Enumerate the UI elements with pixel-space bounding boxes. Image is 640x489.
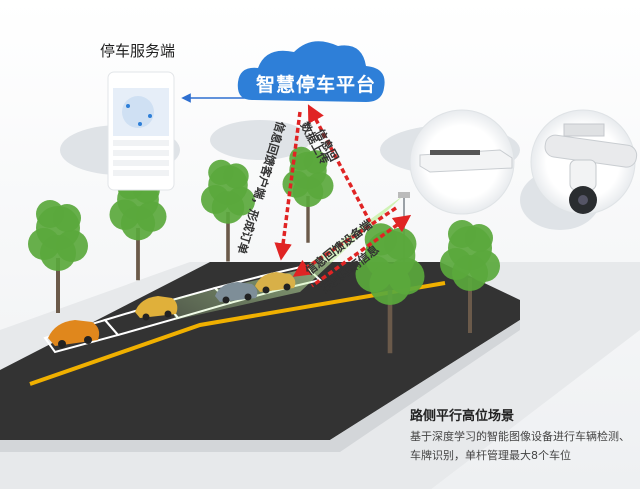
- service-title: 停车服务端: [100, 42, 176, 60]
- car-icon: [215, 282, 258, 304]
- car-icon: [135, 296, 178, 321]
- lane-line: [29, 281, 446, 386]
- tree-icon: [28, 200, 88, 313]
- ptz-camera-icon: [530, 109, 638, 215]
- tree-icon: [282, 146, 334, 243]
- phone-app-icon: [107, 71, 175, 191]
- curb: [0, 320, 520, 452]
- car-icon: [255, 272, 296, 294]
- data-flow-arrows: [274, 104, 412, 288]
- scene-title: 路侧平行高位场景: [410, 409, 515, 424]
- scene-description-line2: 车牌识别，单杆管理最大8个车位: [410, 449, 571, 462]
- cloud-icon: [237, 41, 385, 102]
- camera-device-icon: [409, 109, 515, 215]
- tree-icon: [201, 159, 256, 262]
- tree-icon: [355, 223, 425, 354]
- tree-icon: [440, 220, 500, 333]
- scene-description-line1: 基于深度学习的智能图像设备进行车辆检测、: [410, 430, 630, 443]
- pole-camera-icon: [398, 192, 410, 198]
- car-icon: [48, 320, 100, 348]
- platform-label: 智慧停车平台: [256, 74, 377, 96]
